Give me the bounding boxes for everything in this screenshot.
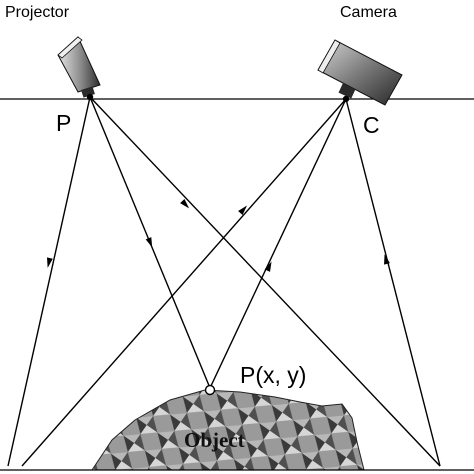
surface-point-label: P(x, y) [240, 362, 306, 388]
projector-ray-left [7, 96, 91, 467]
object-surface [91, 389, 365, 471]
camera-icon [317, 39, 403, 106]
camera-ray-center [209, 98, 347, 389]
projector-ray-right [89, 96, 441, 467]
camera-ray-right [345, 98, 441, 467]
object-label: Object [184, 428, 245, 452]
camera-ray-left [21, 98, 347, 467]
arrowhead-icon [46, 199, 390, 272]
surface-point-marker [204, 384, 216, 396]
projector-icon [57, 36, 101, 101]
projector-label: Projector [5, 4, 70, 21]
point-p-label: P [56, 110, 71, 136]
camera-label: Camera [340, 4, 397, 21]
point-c-label: C [363, 112, 380, 138]
